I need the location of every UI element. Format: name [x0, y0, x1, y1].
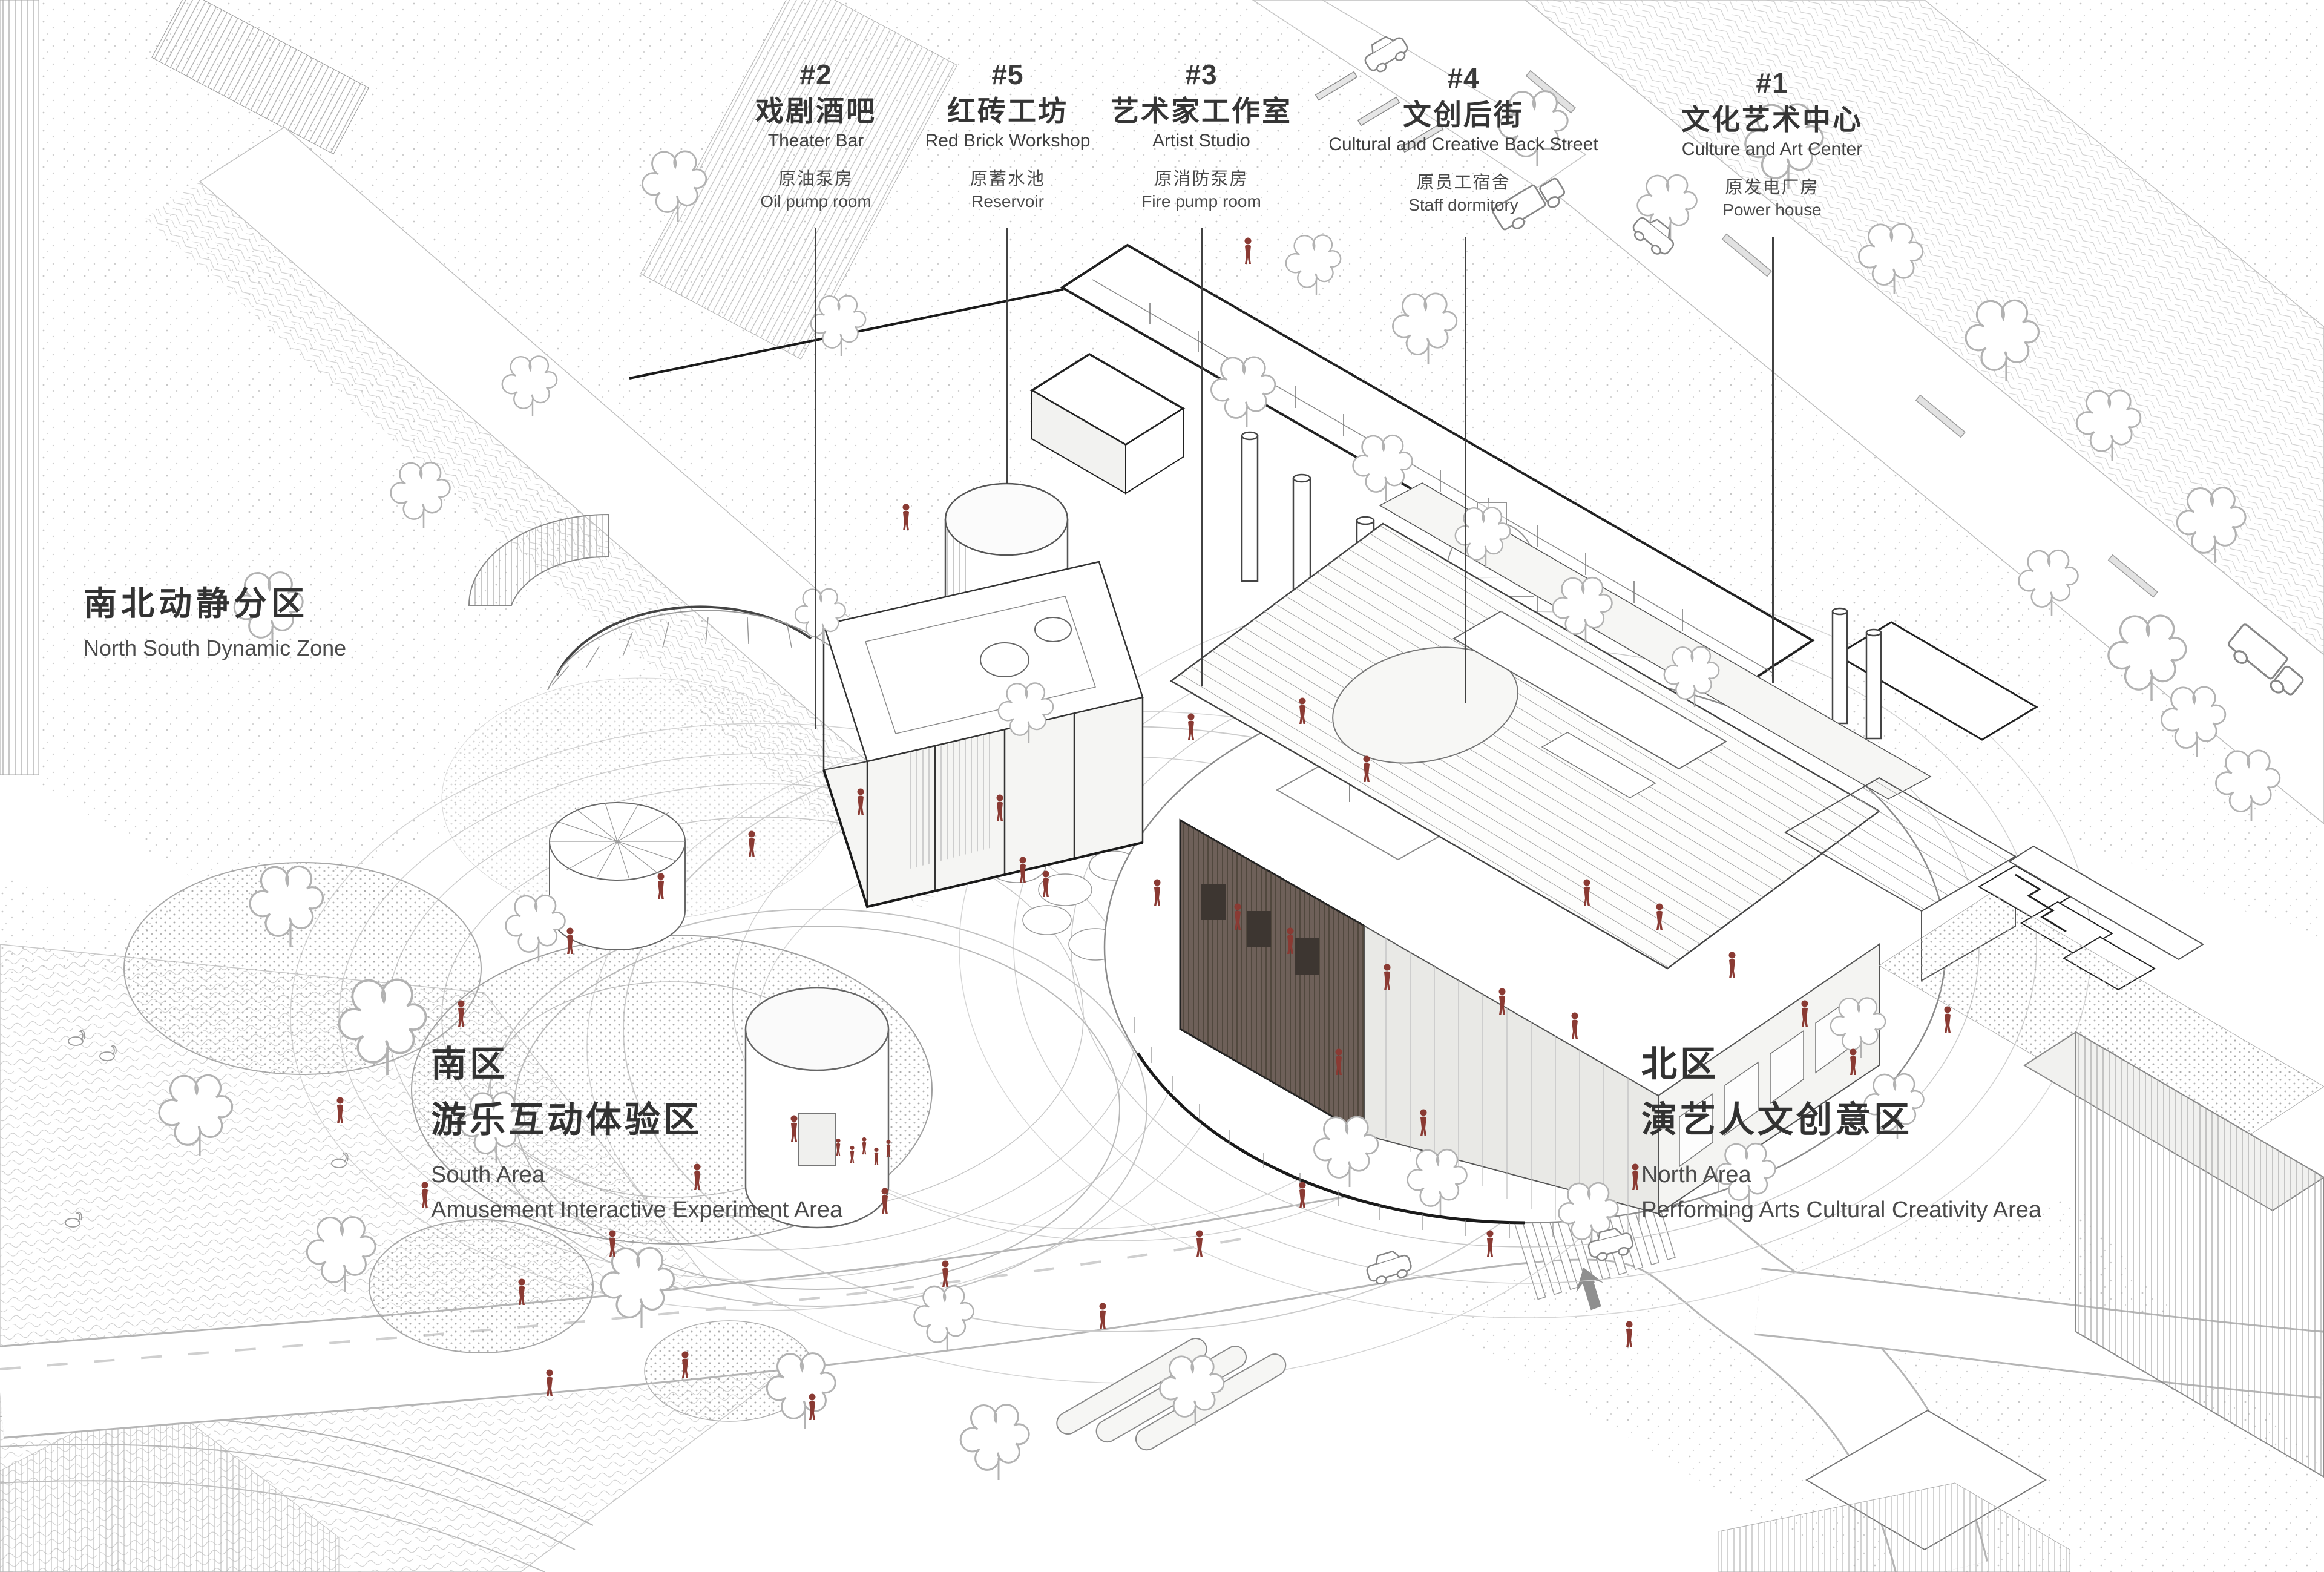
building-2-theater-bar	[822, 561, 1144, 909]
building-3-artist-studio	[1029, 352, 1186, 495]
podium-glazing	[1134, 1017, 1756, 1238]
context-blocks-southeast	[1718, 892, 2324, 1572]
south-playground	[123, 677, 1287, 1451]
curved-canopy	[468, 513, 1114, 691]
